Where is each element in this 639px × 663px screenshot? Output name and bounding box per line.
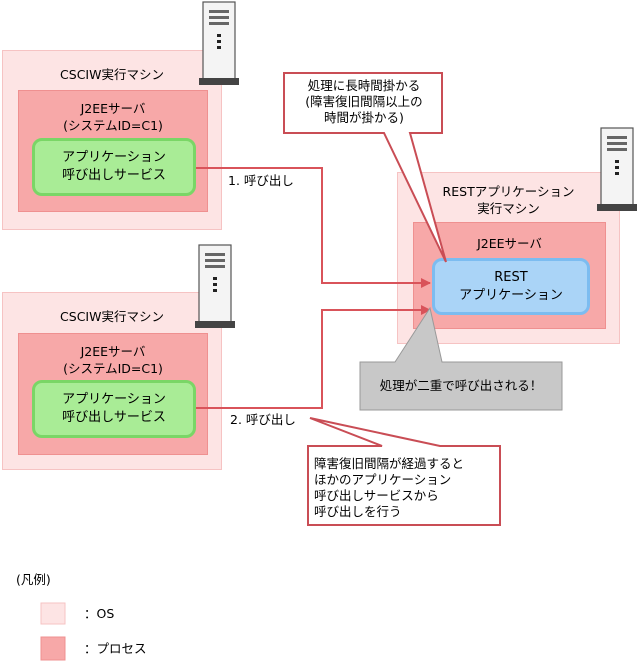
os-label-rest-line1: RESTアプリケーション — [442, 184, 575, 199]
app-call-service-1: アプリケーション 呼び出しサービス — [32, 138, 196, 196]
os-label-machine1: CSCIW実行マシン — [60, 67, 164, 82]
process-label-machine2-line1: J2EEサーバ — [80, 344, 146, 359]
app-call-service-2-line2: 呼び出しサービス — [62, 410, 166, 425]
process-label-machine1-line1: J2EEサーバ — [80, 101, 146, 116]
process-label-machine2-line2: (システムID=C1) — [63, 361, 163, 376]
callout-recovery-line2: ほかのアプリケーション — [314, 472, 452, 487]
app-call-service-2-line1: アプリケーション — [62, 392, 166, 407]
rest-application-line2: アプリケーション — [459, 287, 563, 303]
legend-os-swatch — [40, 602, 66, 625]
legend-process-label: ：プロセス — [84, 641, 147, 656]
rest-application: REST アプリケーション — [432, 258, 590, 315]
callout-long-processing-line1: 処理に長時間掛かる — [307, 78, 421, 93]
app-call-service-1-line2: 呼び出しサービス — [62, 168, 166, 183]
process-label-rest: J2EEサーバ — [477, 236, 542, 251]
server-icon-rest — [596, 127, 638, 212]
callout-recovery-interval-shape — [307, 417, 501, 526]
legend-process-swatch — [40, 636, 66, 661]
server-icon-machine2 — [194, 244, 236, 329]
callout-recovery-line1: 障害復旧間隔が経過すると — [314, 456, 465, 471]
call-arrow-1 — [196, 167, 431, 288]
call-label-2: 2. 呼び出し — [230, 412, 296, 427]
app-call-service-1-line1: アプリケーション — [62, 150, 166, 165]
app-call-service-2: アプリケーション 呼び出しサービス — [32, 380, 196, 438]
callout-recovery-line3: 呼び出しサービスから — [314, 488, 439, 503]
call-arrow-2 — [196, 305, 431, 409]
os-label-rest-line2: 実行マシン — [477, 201, 540, 216]
callout-recovery-line4: 呼び出しを行う — [314, 504, 402, 519]
legend-os-label: ：OS — [84, 606, 115, 621]
callout-long-processing-shape — [283, 72, 447, 263]
os-label-machine2: CSCIW実行マシン — [60, 309, 164, 324]
callout-long-processing-line2: (障害復旧間隔以上の — [305, 94, 423, 109]
process-label-machine1-line2: (システムID=C1) — [63, 118, 163, 133]
legend-title: (凡例) — [16, 572, 51, 587]
callout-double-call-shape — [359, 306, 563, 411]
rest-application-line1: REST — [494, 269, 528, 285]
call-label-1: 1. 呼び出し — [228, 173, 294, 188]
server-icon-machine1 — [198, 1, 240, 86]
callout-long-processing-line3: 時間が掛かる) — [324, 110, 404, 125]
callout-double-call-text: 処理が二重で呼び出される！ — [379, 378, 543, 393]
